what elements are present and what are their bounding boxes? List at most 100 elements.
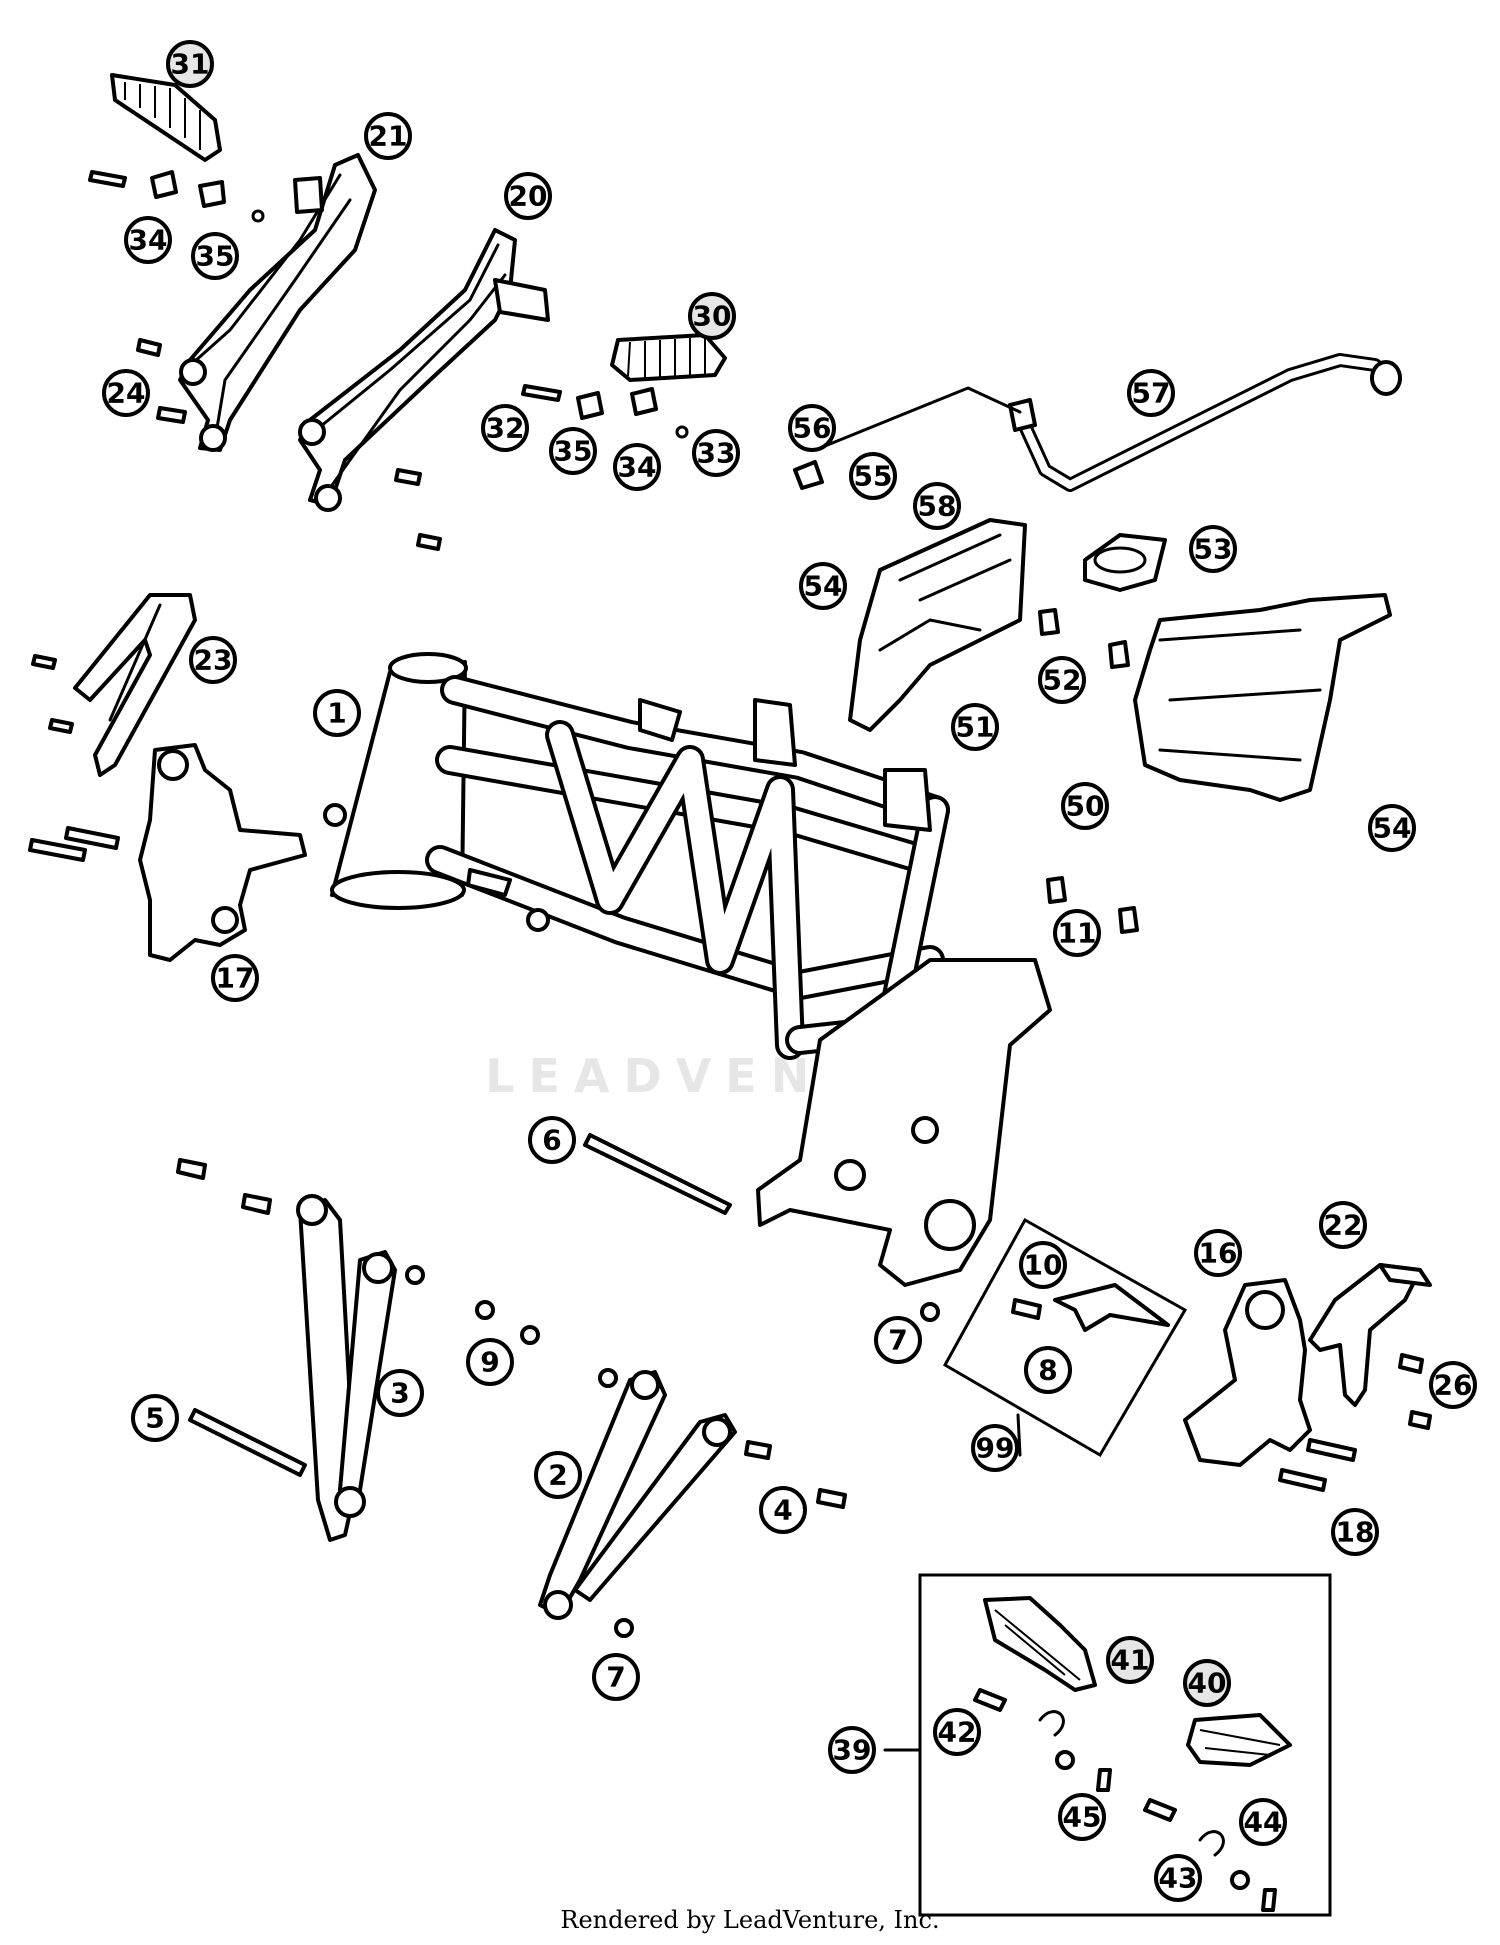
svg-text:17: 17 bbox=[216, 962, 255, 995]
callout-99[interactable]: 99 bbox=[971, 1424, 1019, 1472]
callout-1[interactable]: 1 bbox=[313, 689, 361, 737]
svg-text:8: 8 bbox=[1038, 1354, 1057, 1387]
air-box-51 bbox=[848, 518, 1027, 732]
callout-9[interactable]: 9 bbox=[466, 1338, 514, 1386]
svg-text:11: 11 bbox=[1058, 917, 1097, 950]
svg-text:21: 21 bbox=[369, 120, 408, 153]
callout-53[interactable]: 53 bbox=[1189, 525, 1237, 573]
hose-57 bbox=[793, 353, 1402, 492]
svg-text:42: 42 bbox=[938, 1716, 977, 1749]
callout-42[interactable]: 42 bbox=[933, 1708, 981, 1756]
svg-text:55: 55 bbox=[854, 460, 893, 493]
svg-text:53: 53 bbox=[1194, 533, 1233, 566]
svg-text:44: 44 bbox=[1244, 1806, 1283, 1839]
callout-6[interactable]: 6 bbox=[528, 1116, 576, 1164]
svg-text:43: 43 bbox=[1159, 1862, 1198, 1895]
svg-text:24: 24 bbox=[107, 377, 146, 410]
callout-4[interactable]: 4 bbox=[759, 1486, 807, 1534]
callout-34-a[interactable]: 34 bbox=[124, 216, 172, 264]
svg-text:2: 2 bbox=[548, 1459, 567, 1492]
callout-35-a[interactable]: 35 bbox=[191, 232, 239, 280]
callout-20[interactable]: 20 bbox=[504, 172, 552, 220]
air-box-50 bbox=[1133, 593, 1392, 802]
footer-credit: Rendered by LeadVenture, Inc. bbox=[560, 1906, 939, 1934]
svg-text:31: 31 bbox=[171, 48, 210, 81]
callout-57[interactable]: 57 bbox=[1127, 369, 1175, 417]
svg-text:39: 39 bbox=[833, 1734, 872, 1767]
callout-21[interactable]: 21 bbox=[364, 112, 412, 160]
callout-55[interactable]: 55 bbox=[849, 452, 897, 500]
svg-text:50: 50 bbox=[1066, 790, 1105, 823]
callout-54-a[interactable]: 54 bbox=[799, 562, 847, 610]
callout-35-b[interactable]: 35 bbox=[549, 427, 597, 475]
callout-43[interactable]: 43 bbox=[1154, 1854, 1202, 1902]
clips-52-11 bbox=[1038, 608, 1139, 934]
svg-text:6: 6 bbox=[542, 1124, 561, 1157]
callout-56[interactable]: 56 bbox=[788, 404, 836, 452]
callout-3[interactable]: 3 bbox=[376, 1369, 424, 1417]
svg-text:34: 34 bbox=[129, 224, 168, 257]
callout-24[interactable]: 24 bbox=[102, 369, 150, 417]
callout-16[interactable]: 16 bbox=[1194, 1229, 1242, 1277]
callout-22[interactable]: 22 bbox=[1319, 1201, 1367, 1249]
callout-10[interactable]: 10 bbox=[1019, 1241, 1067, 1289]
callout-26[interactable]: 26 bbox=[1429, 1361, 1477, 1409]
callout-17[interactable]: 17 bbox=[211, 954, 259, 1002]
footrest-rubber-30 bbox=[610, 333, 727, 382]
callout-44[interactable]: 44 bbox=[1239, 1798, 1287, 1846]
strut-2 bbox=[538, 1370, 737, 1620]
svg-text:35: 35 bbox=[554, 435, 593, 468]
callout-11[interactable]: 11 bbox=[1053, 909, 1101, 957]
svg-text:35: 35 bbox=[196, 240, 235, 273]
callout-23[interactable]: 23 bbox=[189, 636, 237, 684]
rear-subframe-left bbox=[178, 153, 377, 452]
callout-40[interactable]: 40 bbox=[1183, 1659, 1231, 1707]
svg-text:51: 51 bbox=[956, 711, 995, 744]
svg-text:23: 23 bbox=[194, 644, 233, 677]
svg-text:1: 1 bbox=[327, 697, 346, 730]
footrest-bracket-17 bbox=[138, 743, 307, 962]
svg-text:4: 4 bbox=[773, 1494, 792, 1527]
callout-39[interactable]: 39 bbox=[828, 1726, 876, 1774]
footrest-kit-box bbox=[883, 1573, 1332, 1917]
svg-text:45: 45 bbox=[1063, 1801, 1102, 1834]
svg-text:34: 34 bbox=[618, 451, 657, 484]
callout-52[interactable]: 52 bbox=[1038, 656, 1086, 704]
main-frame bbox=[323, 652, 1052, 1287]
svg-text:26: 26 bbox=[1434, 1369, 1473, 1402]
callout-8[interactable]: 8 bbox=[1024, 1346, 1072, 1394]
side-cover-23 bbox=[73, 593, 197, 777]
svg-text:52: 52 bbox=[1043, 664, 1082, 697]
callout-33[interactable]: 33 bbox=[692, 429, 740, 477]
svg-text:54: 54 bbox=[804, 570, 843, 603]
callout-45[interactable]: 45 bbox=[1058, 1793, 1106, 1841]
svg-text:18: 18 bbox=[1336, 1516, 1375, 1549]
footrest-rubber-31 bbox=[110, 73, 222, 162]
callout-51[interactable]: 51 bbox=[951, 703, 999, 751]
callout-34-b[interactable]: 34 bbox=[613, 443, 661, 491]
callout-58[interactable]: 58 bbox=[913, 482, 961, 530]
svg-text:3: 3 bbox=[390, 1377, 409, 1410]
svg-text:57: 57 bbox=[1132, 377, 1171, 410]
callout-30[interactable]: 30 bbox=[688, 292, 736, 340]
svg-text:30: 30 bbox=[693, 300, 732, 333]
callout-7-a[interactable]: 7 bbox=[874, 1316, 922, 1364]
svg-text:40: 40 bbox=[1188, 1667, 1227, 1700]
callout-31[interactable]: 31 bbox=[166, 40, 214, 88]
strut-3 bbox=[296, 1194, 397, 1542]
svg-text:22: 22 bbox=[1324, 1209, 1363, 1242]
callout-50[interactable]: 50 bbox=[1061, 782, 1109, 830]
side-cover-22 bbox=[1278, 1263, 1432, 1492]
callout-41[interactable]: 41 bbox=[1106, 1636, 1154, 1684]
callout-54-b[interactable]: 54 bbox=[1368, 804, 1416, 852]
callout-18[interactable]: 18 bbox=[1331, 1508, 1379, 1556]
footrest-bracket-16 bbox=[1183, 1278, 1312, 1467]
callout-2[interactable]: 2 bbox=[534, 1451, 582, 1499]
callout-32[interactable]: 32 bbox=[481, 404, 529, 452]
svg-text:9: 9 bbox=[480, 1346, 499, 1379]
callout-7-b[interactable]: 7 bbox=[592, 1653, 640, 1701]
callout-5[interactable]: 5 bbox=[131, 1394, 179, 1442]
long-bolts bbox=[176, 1133, 1042, 1638]
svg-text:99: 99 bbox=[976, 1432, 1015, 1465]
